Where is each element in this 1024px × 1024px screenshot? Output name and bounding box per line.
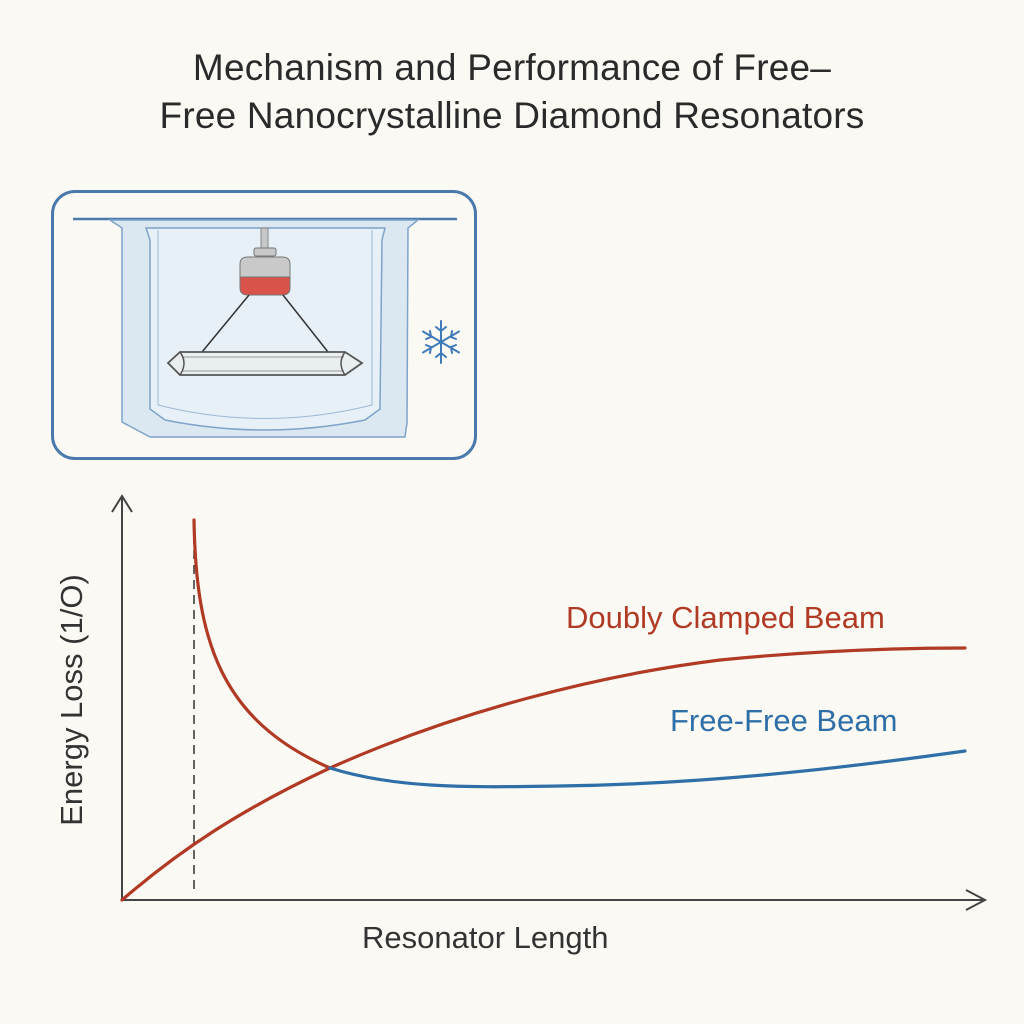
chart-axes xyxy=(111,494,988,911)
title-line-1: Mechanism and Performance of Free– xyxy=(192,47,832,88)
cryostat-chamber xyxy=(73,217,457,438)
x-axis-label: Resonator Length xyxy=(362,920,609,955)
mount-block xyxy=(239,227,291,296)
diamond-beam xyxy=(166,351,364,376)
legend-doubly-clamped-beam: Doubly Clamped Beam xyxy=(566,600,885,635)
y-axis-arrow-icon xyxy=(111,494,133,513)
y-axis-label: Energy Loss (1/O) xyxy=(54,574,89,826)
free-free-curve xyxy=(328,749,967,789)
x-axis-arrow-icon xyxy=(965,889,988,911)
figure-title: Mechanism and Performance of Free– Free … xyxy=(0,44,1024,140)
snowflake-icon xyxy=(422,320,460,364)
doubly-clamped-curve xyxy=(120,646,967,902)
legend-free-free-beam: Free-Free Beam xyxy=(670,703,898,738)
suspension-wires xyxy=(201,294,329,353)
free-free-curve-steep xyxy=(192,518,332,770)
title-line-2: Free Nanocrystalline Diamond Resonators xyxy=(159,95,865,136)
